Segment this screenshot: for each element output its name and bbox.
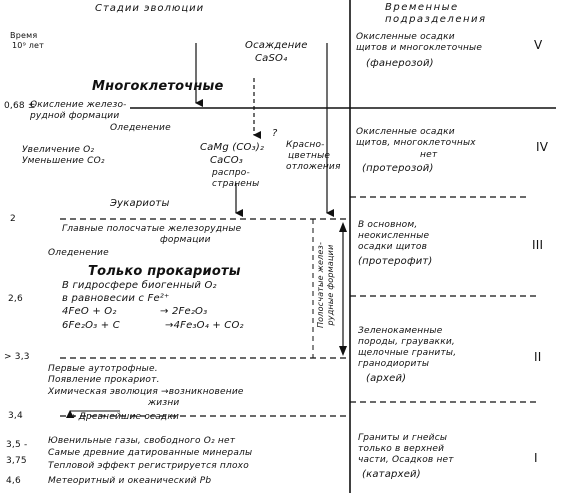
- chem-evolution-line1: Химическая эволюция →возникновение: [48, 387, 244, 397]
- division-iv-name: (протерозой): [362, 163, 434, 174]
- division-v-roman: V: [534, 38, 543, 52]
- caso4-label-line1: Осаждение: [245, 40, 308, 51]
- time-mark: 3,5 -: [6, 440, 28, 450]
- oxidation-label-line1: Окисление железо-: [30, 100, 127, 110]
- carbonates-label-line2: CaCO₃: [210, 155, 243, 166]
- arrow-bif-top: [339, 222, 347, 232]
- juvenile-gases-label: Ювенильные газы, свободного O₂ нет: [48, 436, 236, 446]
- division-iii-roman: III: [532, 238, 544, 252]
- oldest-minerals-label: Самые древние датированные минералы: [48, 448, 253, 458]
- division-ii-line3: щелочные граниты,: [358, 348, 457, 358]
- division-ii-line4: гранодиориты: [358, 359, 430, 369]
- division-v-line2: щитов и многоклеточные: [356, 43, 483, 53]
- division-ii-roman: II: [534, 350, 542, 364]
- division-iv-line2: щитов, многоклеточных: [356, 138, 476, 148]
- time-mark: 3,75: [6, 456, 27, 466]
- division-i-name: (катархей): [362, 469, 421, 480]
- time-mark: 4,6: [6, 476, 21, 486]
- bif-label-line2: формации: [160, 235, 211, 245]
- o2-increase-label: Увеличение O₂: [22, 145, 95, 155]
- first-autotrophs-label: Первые аутотрофные.: [48, 364, 158, 374]
- carbonates-label-line4: странены: [212, 179, 260, 189]
- divisions-header-line2: подразделения: [385, 14, 487, 25]
- prokaryotes-appear-label: Появление прокариот.: [48, 375, 160, 385]
- division-ii-line2: породы, граувакки,: [358, 337, 455, 347]
- equation2-right: →4Fe₃O₄ + CO₂: [165, 320, 244, 331]
- division-ii-name: (архей): [366, 373, 407, 384]
- division-iv-roman: IV: [536, 140, 549, 154]
- division-v-line1: Окисленные осадки: [356, 32, 455, 42]
- division-ii-line1: Зеленокаменные: [358, 326, 443, 336]
- carbonates-label-line3: распро-: [212, 168, 250, 178]
- time-mark: 0,68 ±: [4, 101, 36, 111]
- time-mark: 2: [10, 214, 16, 224]
- carbonates-label-line1: CaMg (CO₃)₂: [200, 142, 265, 153]
- glaciation-label: Оледенение: [110, 123, 171, 133]
- arrow-bif-bottom: [339, 346, 347, 356]
- meteoritic-pb-label: Метеоритный и океанический Pb: [48, 476, 212, 486]
- time-mark: 2,6: [8, 294, 23, 304]
- time-header-line1: Время: [10, 31, 38, 40]
- equation1-left: 4FeO + O₂: [62, 306, 117, 317]
- division-iv-line1: Окисленные осадки: [356, 127, 455, 137]
- stages-header: Стадии эволюции: [95, 3, 205, 14]
- division-iii-line3: осадки щитов: [358, 242, 428, 252]
- redbeds-label-line3: отложения: [286, 162, 341, 172]
- division-iii-name: (протерофит): [358, 256, 433, 267]
- equation2-left: 6Fe₂O₃ + C: [62, 320, 120, 331]
- division-v-name: (фанерозой): [366, 58, 434, 69]
- bif-label-line1: Главные полосчатые железорудные: [62, 224, 242, 234]
- chem-evolution-line2: жизни: [148, 398, 180, 408]
- hydrosphere-label-line1: В гидросфере биогенный O₂: [62, 280, 217, 291]
- time-mark: > 3,3: [4, 352, 30, 362]
- only-prokaryotes-label: Только прокариоты: [88, 264, 241, 279]
- question-mark: ?: [272, 128, 278, 139]
- equation1-right: → 2Fe₂O₃: [160, 306, 208, 317]
- hydrosphere-label-line2: в равновесии с Fe²⁺: [62, 293, 170, 304]
- glaciation2-label: Оледенение: [48, 248, 109, 258]
- time-header-line2: 10⁹ лет: [12, 41, 45, 50]
- eukaryotes-label: Эукариоты: [110, 198, 170, 209]
- division-iv-line3: нет: [420, 150, 438, 160]
- thermal-effect-label: Тепловой эффект регистрируется плохо: [48, 461, 249, 471]
- division-iii-line2: неокисленные: [358, 231, 430, 241]
- multicellular-label: Многоклеточные: [92, 79, 224, 94]
- redbeds-label-line2: цветные: [288, 151, 331, 161]
- division-i-roman: I: [534, 451, 538, 465]
- oxidation-label-line2: рудной формации: [30, 111, 120, 121]
- division-i-line3: части, Осадков нет: [358, 455, 454, 465]
- time-mark: 3,4: [8, 411, 23, 421]
- divisions-header-line1: Временные: [385, 2, 459, 13]
- caso4-label-line2: CaSO₄: [255, 53, 288, 64]
- division-i-line2: только в верхней: [358, 444, 445, 454]
- bif-vertical-label-line2: рудные формации: [326, 244, 335, 326]
- redbeds-label-line1: Красно-: [286, 140, 325, 150]
- division-iii-line1: В основном,: [358, 220, 418, 230]
- ancient-sediments-label: → Древнейшие осадки: [68, 412, 180, 422]
- division-i-line1: Граниты и гнейсы: [358, 433, 448, 443]
- bif-vertical-label-line1: Полосчатые желез-: [316, 241, 325, 329]
- co2-decrease-label: Уменьшение CO₂: [22, 156, 105, 166]
